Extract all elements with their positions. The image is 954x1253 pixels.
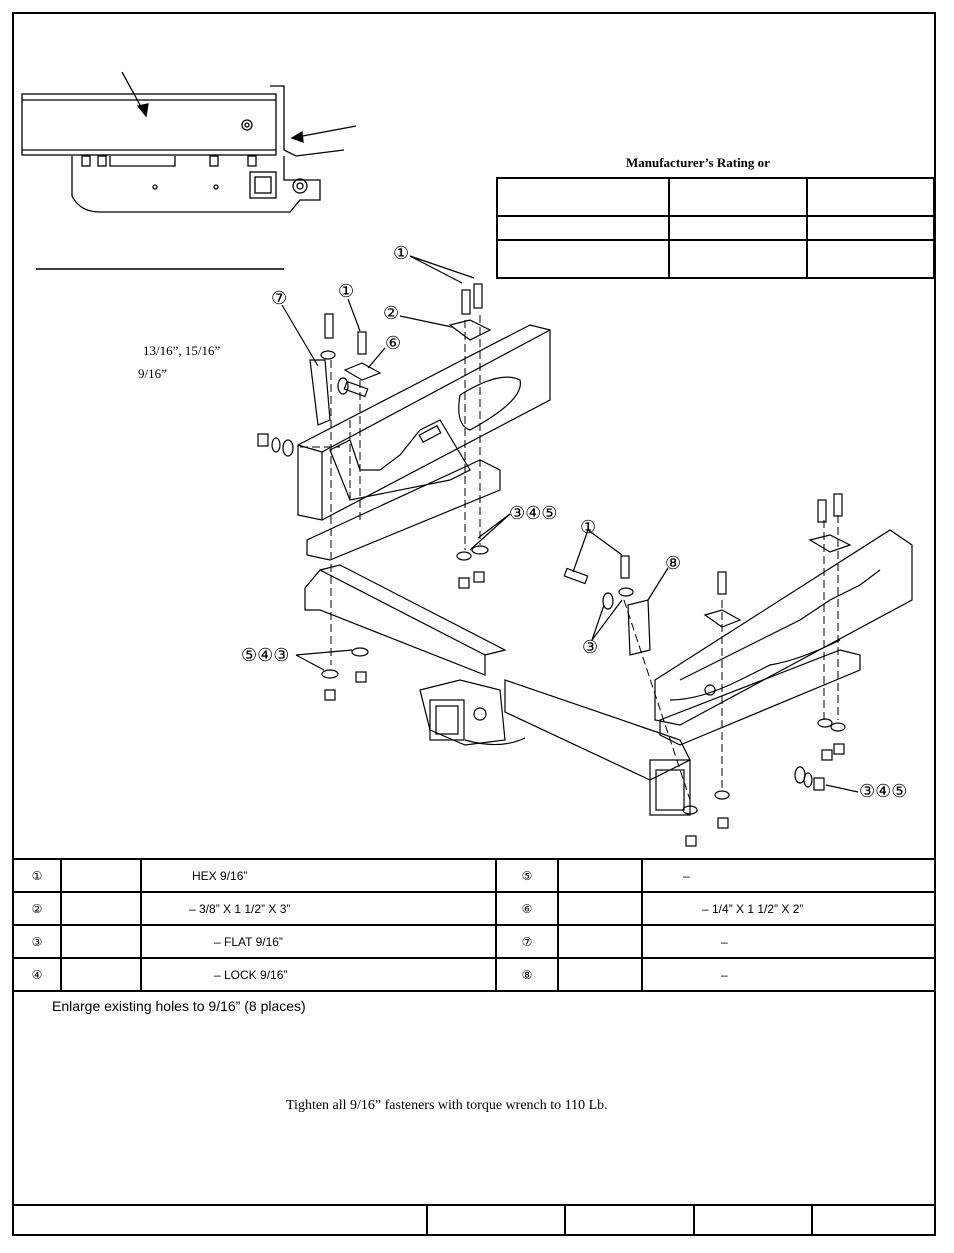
rating-table (496, 177, 935, 279)
part-description: – (641, 957, 936, 992)
part-description: – LOCK 9/16” (140, 957, 497, 992)
part-number: ⑦ (495, 924, 559, 959)
part-description: – (641, 924, 936, 959)
parts-row: ① HEX 9/16” ⑤ – (12, 858, 936, 893)
part-description: HEX 9/16” (140, 858, 497, 893)
callout-3: ③ (582, 637, 599, 658)
torque-note: Tighten all 9/16” fasteners with torque … (286, 1098, 608, 1113)
callout-345: ③④⑤ (859, 781, 908, 802)
callout-8: ⑧ (665, 553, 682, 574)
title-block (12, 1204, 936, 1236)
page-frame (12, 12, 936, 1236)
bracket-8 (627, 599, 651, 656)
part-number: ④ (12, 957, 62, 992)
left-bracket (306, 459, 501, 561)
inset-frame-rail (21, 93, 277, 156)
right-frame-rail (654, 529, 913, 726)
rating-heading: Manufacturer’s Rating or (626, 155, 770, 170)
parts-row: ② – 3/8” X 1 1/2” X 3” ⑥ – 1/4” X 1 1/2”… (12, 891, 936, 926)
part-description: – 1/4” X 1 1/2” X 2” (641, 891, 936, 926)
left-frame-rail (297, 324, 551, 521)
parts-row: ③ – FLAT 9/16” ⑦ – (12, 924, 936, 959)
crossbar-right (504, 679, 691, 781)
parts-row: ④ – LOCK 9/16” ⑧ – (12, 957, 936, 992)
part-description: – 3/8” X 1 1/2” X 3” (140, 891, 497, 926)
callout-345: ③④⑤ (509, 503, 558, 524)
callout-2: ② (383, 303, 400, 324)
right-bracket (659, 649, 861, 746)
callout-1: ① (338, 281, 355, 302)
hole-sizes-line1: 13/16”, 15/16” (143, 343, 221, 358)
part-number: ⑧ (495, 957, 559, 992)
callout-6: ⑥ (385, 333, 402, 354)
spacer-plate-2 (448, 319, 492, 341)
enlarge-holes-note: Enlarge existing holes to 9/16” (8 place… (52, 998, 306, 1014)
part-number: ① (12, 858, 62, 893)
part-number: ⑤ (495, 858, 559, 893)
hole-sizes-line2: 9/16” (138, 366, 167, 381)
callout-1: ① (580, 517, 597, 538)
spacer-plate-6 (343, 362, 382, 381)
crossbar-left (304, 569, 486, 676)
callout-543: ⑤④③ (241, 645, 290, 666)
callout-7: ⑦ (271, 288, 288, 309)
part-number: ③ (12, 924, 62, 959)
bracket-7 (309, 359, 331, 426)
part-number: ② (12, 891, 62, 926)
parts-table: ① HEX 9/16” ⑤ – ② – 3/8” X 1 1/2” X 3” ⑥… (12, 858, 936, 992)
part-description: – (641, 858, 936, 893)
callout-1: ① (393, 243, 410, 264)
part-description: – FLAT 9/16” (140, 924, 497, 959)
part-number: ⑥ (495, 891, 559, 926)
receiver-tube (419, 679, 506, 746)
